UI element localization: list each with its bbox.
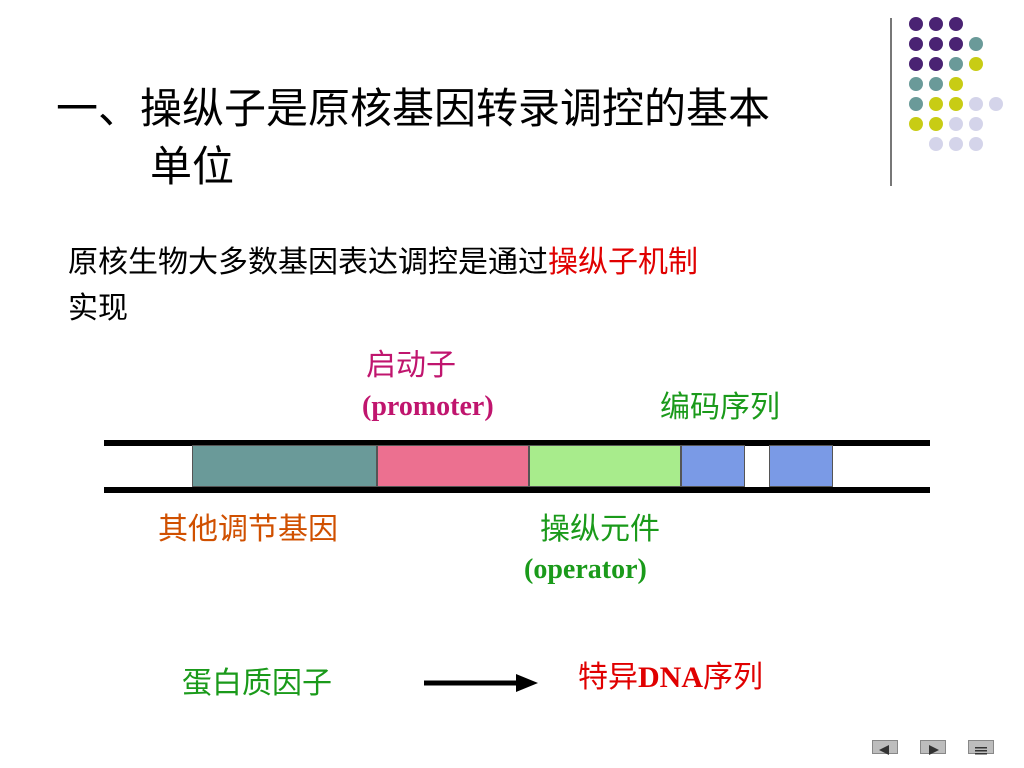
menu-button[interactable]: [968, 740, 994, 755]
title-line-1: 一、操纵子是原核基因转录调控的基本: [56, 84, 771, 133]
decorative-dot: [989, 97, 1003, 111]
dna-suffix: 序列: [703, 660, 763, 695]
operator-label-cn: 操纵元件: [540, 512, 660, 547]
intro-text: 原核生物大多数基因表达调控是通过操纵子机制 实现: [68, 240, 928, 332]
decorative-dot: [949, 57, 963, 71]
decorative-dot: [949, 77, 963, 91]
arrow-right-icon: [424, 674, 538, 692]
operator-label-en: (operator): [524, 554, 647, 585]
decorative-dot: [909, 37, 923, 51]
specific-dna-label: 特异DNA序列: [578, 660, 763, 696]
protein-factor-label: 蛋白质因子: [182, 666, 332, 701]
coding-segment-2: [769, 445, 833, 487]
decorative-dot: [969, 97, 983, 111]
prev-slide-button[interactable]: [872, 740, 898, 755]
prev-arrow-icon: [879, 745, 889, 755]
dna-prefix: 特异: [578, 660, 638, 695]
operator-segment: [529, 445, 681, 487]
promoter-label-cn: 启动子: [366, 348, 456, 383]
decorative-dot: [929, 97, 943, 111]
decorative-dot: [929, 17, 943, 31]
decorative-dot: [949, 137, 963, 151]
regulator-gene-segment: [192, 445, 377, 487]
decorative-dot: [949, 37, 963, 51]
next-arrow-icon: [929, 745, 939, 755]
slide-title: 一、操纵子是原核基因转录调控的基本 单位: [56, 80, 886, 196]
decorative-dot: [909, 117, 923, 131]
intro-suffix: 实现: [68, 291, 128, 326]
coding-sequence-label: 编码序列: [660, 390, 780, 425]
decorative-dot: [949, 17, 963, 31]
menu-icon: [975, 747, 987, 755]
decorative-dot: [929, 117, 943, 131]
decorative-dot: [969, 57, 983, 71]
promoter-label-en: (promoter): [362, 391, 494, 422]
title-line-2: 单位: [150, 142, 235, 191]
decorative-dot: [949, 97, 963, 111]
dna-strand-top: [104, 440, 930, 446]
decorative-dot: [929, 37, 943, 51]
dna-strand-bottom: [104, 487, 930, 493]
promoter-segment: [377, 445, 529, 487]
next-slide-button[interactable]: [920, 740, 946, 755]
decorative-dot: [929, 57, 943, 71]
dna-bold: DNA: [638, 661, 703, 694]
decorative-dot: [909, 97, 923, 111]
decorative-dot: [969, 117, 983, 131]
divider-line: [890, 18, 892, 186]
decorative-dot: [909, 57, 923, 71]
intro-highlight: 操纵子机制: [548, 245, 698, 280]
decorative-dots: [909, 17, 1003, 151]
coding-segment-1: [681, 445, 745, 487]
decorative-dot: [969, 37, 983, 51]
decorative-dot: [949, 117, 963, 131]
decorative-dot: [969, 137, 983, 151]
decorative-dot: [909, 77, 923, 91]
decorative-dot: [929, 137, 943, 151]
intro-prefix: 原核生物大多数基因表达调控是通过: [68, 245, 548, 280]
decorative-dot: [929, 77, 943, 91]
regulator-gene-label: 其他调节基因: [158, 512, 338, 547]
decorative-dot: [909, 17, 923, 31]
